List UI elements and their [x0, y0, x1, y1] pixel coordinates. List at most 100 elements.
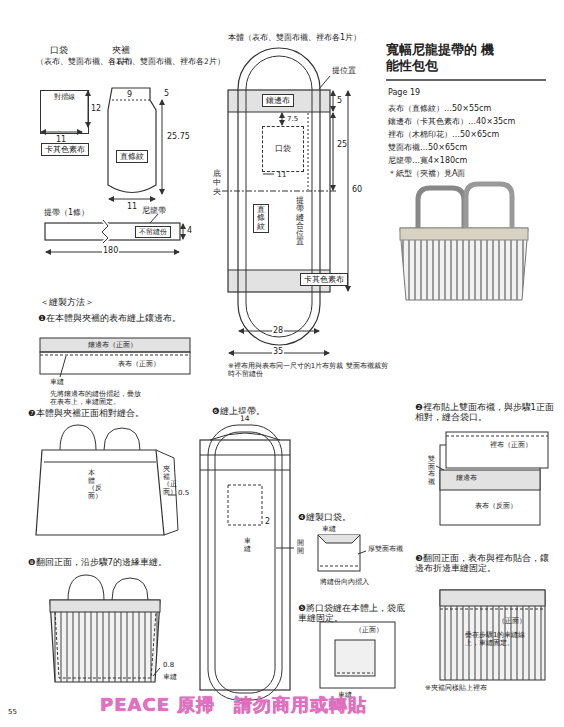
- drawing-line: [333, 91, 334, 111]
- pattern-piece: 口袋: [262, 126, 304, 172]
- pattern-piece: 對摺線: [40, 90, 89, 134]
- pattern-label: 雙面布襯…50×65cm: [388, 143, 467, 153]
- pattern-label: ❷裡布貼上雙面布襯，與步驟1正面相對，縫合袋口。: [415, 402, 555, 422]
- pattern-label: ❹縫製口袋。: [298, 512, 351, 522]
- pattern-label: 25.75: [167, 132, 190, 142]
- drawing-path: [102, 220, 108, 243]
- drawing-path: [466, 184, 512, 228]
- fabric-tag: 不留縫份: [135, 226, 171, 238]
- node-text: 鑲邊布: [266, 96, 290, 105]
- node-text: 直條紋: [257, 206, 265, 231]
- drawing-line: [337, 673, 373, 674]
- drawing-line: [320, 566, 358, 567]
- drawing-line: [44, 462, 156, 463]
- pattern-label: 60: [352, 185, 362, 195]
- drawing-rect: [440, 590, 545, 680]
- drawing-line: [109, 199, 155, 200]
- pattern-label: 0.5: [178, 489, 189, 497]
- drawing-line: [276, 548, 294, 549]
- drawing-path: [60, 425, 96, 450]
- drawing-line: [319, 76, 330, 89]
- pattern-label: ❶在本體與夾襠的表布縫上鑲邊布。: [38, 313, 181, 323]
- watermark: PEACE 原掃 請勿商用或轉貼: [100, 694, 367, 716]
- drawing-rect: [246, 56, 312, 337]
- drawing-line: [222, 191, 338, 192]
- pattern-label: 本體（表布、雙面布襯、裡布各1片）: [228, 33, 361, 43]
- pattern-label: 口袋: [50, 45, 68, 56]
- vertical-label: 雙面布襯: [428, 456, 435, 487]
- pattern-label: 厚雙面布襯: [368, 545, 403, 553]
- pattern-label: （表布、雙面布襯、裡布各2片）: [108, 57, 174, 66]
- drawing-path: [400, 228, 528, 300]
- pattern-label: 5: [164, 89, 169, 99]
- fabric-tag: 鑲邊布: [262, 94, 294, 107]
- drawing-path: [36, 450, 164, 535]
- pattern-label: Page 19: [388, 88, 420, 98]
- drawing-rect: [40, 352, 190, 374]
- pattern-label: ❸翻回正面，表布與裡布貼合，鑲邊布折邊車縫固定。: [415, 553, 555, 573]
- drawing-line: [40, 355, 190, 356]
- drawing-line: [183, 224, 184, 239]
- drawing-line: [282, 113, 283, 125]
- drawing-path: [104, 428, 140, 450]
- drawing-path: [68, 575, 104, 600]
- drawing-path: [418, 188, 464, 228]
- drawing-line: [440, 609, 545, 610]
- vertical-label: 開開: [297, 540, 304, 555]
- drawing-rect: [40, 338, 190, 352]
- drawing-rect: [440, 590, 545, 606]
- page-title: 寬幅尼龍提帶的 機能性包包: [386, 42, 504, 75]
- pattern-label: 35: [272, 347, 284, 357]
- drawing-line: [41, 132, 82, 133]
- vertical-label: 提帶縫合位置: [296, 197, 304, 247]
- pattern-label: 4: [187, 226, 192, 236]
- drawing-rect: [400, 228, 528, 240]
- drawing-line: [200, 470, 290, 471]
- drawing-path: [55, 612, 156, 678]
- pattern-label: 180: [102, 246, 119, 256]
- node-text: 口袋: [275, 144, 291, 154]
- drawing-rect: [208, 425, 282, 700]
- drawing-line: [228, 270, 330, 271]
- vertical-label: 本體（反面）: [88, 470, 95, 501]
- pattern-label: 14: [239, 414, 251, 423]
- pattern-label: 將縫份向內摺入: [320, 578, 370, 586]
- pattern-label: ＊紙型（夾襠）見A面: [388, 169, 465, 179]
- drawing-line: [150, 214, 158, 223]
- drawing-rect: [446, 432, 548, 468]
- vertical-label: 夾襠（正面）: [163, 466, 170, 497]
- drawing-path: [50, 600, 160, 682]
- drawing-rect: [228, 90, 330, 112]
- pattern-label: 車縫: [50, 378, 64, 386]
- pattern-label: 尼龍帶: [142, 206, 166, 216]
- drawing-line: [228, 112, 330, 113]
- pattern-label: 鑲邊布（卡其色素布）…40×35cm: [388, 117, 515, 127]
- drawing-path: [156, 450, 178, 535]
- node-text: 卡其色素布: [304, 275, 344, 284]
- pattern-label: 表布（直條紋）…50×55cm: [388, 104, 491, 114]
- drawing-rect: [320, 622, 395, 688]
- pattern-label: 尼龍帶…寬4×180cm: [388, 156, 467, 166]
- drawing-line: [386, 79, 546, 81]
- drawing-line: [60, 356, 66, 377]
- pattern-label: 車縫: [163, 673, 177, 681]
- drawing-rect: [335, 640, 375, 676]
- node-text: 直條紋: [120, 152, 144, 161]
- fabric-tag: 卡其色素布: [41, 143, 89, 156]
- pattern-label: ※夾襠同樣貼上裡布: [425, 684, 487, 692]
- pattern-label: 0.8: [163, 661, 174, 669]
- drawing-line: [333, 113, 334, 190]
- drawing-rect: [200, 440, 290, 690]
- pattern-label: 11: [127, 202, 137, 212]
- drawing-rect: [318, 535, 360, 571]
- pattern-label: （表布、雙面布襯、各1片）: [36, 57, 98, 66]
- drawing-rect: [215, 432, 275, 693]
- drawing-line: [153, 668, 160, 676]
- pattern-label: ＜縫製方法＞: [40, 297, 94, 308]
- drawing-path: [102, 220, 108, 243]
- drawing-line: [446, 436, 548, 437]
- drawing-line: [348, 91, 349, 291]
- drawing-path: [112, 578, 148, 600]
- pattern-label: 9: [127, 90, 132, 100]
